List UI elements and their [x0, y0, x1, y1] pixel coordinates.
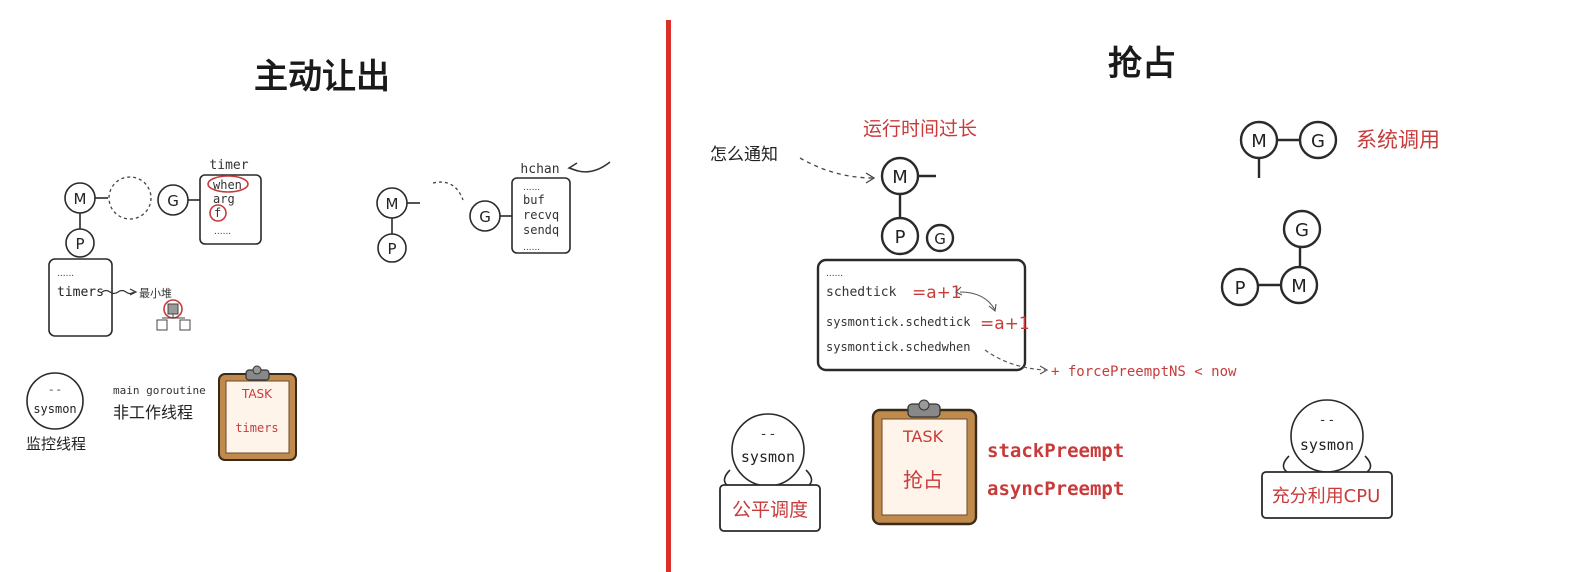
right-task-clipboard: TASK 抢占: [871, 399, 978, 526]
code-line-sysmontick-schedtick-expr: =a+1: [980, 314, 1030, 334]
notify-arrow: [799, 157, 874, 179]
timer-field-when: when: [213, 178, 242, 192]
hchan-field-dots: ......: [523, 243, 540, 253]
timers-label: timers: [57, 285, 104, 300]
right-g-node: G: [925, 223, 955, 253]
schedtick-code-box: [816, 258, 1027, 372]
left-task-label: TASK: [241, 387, 273, 401]
released-g-arc: [432, 181, 464, 201]
empty-g-slot: [108, 176, 152, 220]
svg-text:P: P: [1235, 278, 1246, 299]
left-g-node: G: [157, 184, 189, 216]
svg-text:- -: - -: [761, 427, 775, 442]
svg-text:sysmon: sysmon: [33, 402, 76, 416]
svg-text:G: G: [934, 230, 946, 248]
left-p-node-2: P: [377, 233, 407, 263]
svg-text:M: M: [892, 167, 908, 188]
fair-scheduling-sign: 公平调度: [732, 499, 808, 521]
left-task-content: timers: [235, 421, 278, 435]
svg-text:sysmon: sysmon: [1300, 436, 1354, 454]
svg-text:G: G: [1295, 220, 1309, 241]
syscall-g-node: G: [1298, 120, 1338, 160]
left-m-node-2: M: [376, 187, 408, 219]
right-p-node: P: [880, 216, 920, 256]
hchan-field-recvq: recvq: [523, 208, 559, 222]
timer-struct: [199, 174, 262, 245]
left-sysmon-face: - - sysmon: [26, 372, 84, 430]
left-m-node: M: [64, 182, 96, 214]
svg-text:sysmon: sysmon: [741, 448, 795, 466]
svg-text:M: M: [1291, 276, 1307, 297]
code-line-sysmontick-schedtick: sysmontick.schedtick: [826, 315, 971, 329]
main-goroutine-label: main goroutine: [113, 384, 206, 397]
hchan-struct: [511, 177, 571, 254]
handoff-g-node: G: [1282, 209, 1322, 249]
code-line-schedtick-expr: =a+1: [912, 283, 962, 303]
code-line-sysmontick-schedwhen: sysmontick.schedwhen: [826, 340, 971, 354]
compare-arrow: [959, 291, 996, 311]
svg-text:G: G: [1311, 131, 1325, 152]
notify-label: 怎么通知: [710, 145, 778, 165]
stack-preempt-label: stackPreempt: [987, 440, 1124, 462]
non-worker-thread-label: 非工作线程: [113, 403, 193, 422]
force-preempt-condition: + forcePreemptNS < now: [1051, 364, 1237, 380]
min-heap-label: 最小堆: [139, 287, 172, 300]
svg-text:- -: - -: [1320, 413, 1334, 428]
left-title: 主动让出: [254, 57, 390, 97]
syscall-label: 系统调用: [1356, 128, 1440, 152]
timer-title: timer: [209, 158, 248, 173]
heap-tree-icon: [156, 299, 191, 331]
cpu-utilization-sign: 充分利用CPU: [1272, 486, 1381, 507]
code-line-schedtick: schedtick: [826, 285, 897, 300]
syscall-m-node: M: [1239, 120, 1279, 160]
async-preempt-label: asyncPreempt: [987, 478, 1124, 500]
cpu-utilization-sysmon: - - sysmon 充分利用CPU: [1261, 399, 1393, 519]
hchan-field-buf: buf: [523, 193, 545, 207]
svg-text:P: P: [895, 227, 906, 248]
heap-arrow: [101, 289, 135, 295]
f-highlight: [209, 204, 227, 222]
timer-field-dots: ......: [214, 227, 231, 237]
timers-box: [48, 258, 113, 337]
handoff-m-node: M: [1279, 265, 1319, 305]
right-m-node: M: [880, 156, 920, 196]
svg-text:G: G: [479, 208, 491, 226]
svg-text:M: M: [386, 195, 399, 213]
fair-scheduling-sysmon: - - sysmon 公平调度: [719, 413, 821, 532]
svg-text:- -: - -: [49, 383, 60, 396]
hchan-title: hchan: [520, 162, 559, 177]
left-task-clipboard: TASK timers: [218, 365, 297, 461]
panel-divider: [666, 20, 671, 572]
right-task-label: TASK: [902, 427, 944, 446]
hchan-g-node: G: [469, 200, 501, 232]
schedwhen-arrow: [984, 349, 1046, 371]
when-highlight: [207, 175, 249, 193]
right-task-content: 抢占: [903, 468, 943, 492]
left-p-node: P: [65, 228, 95, 258]
code-dots: ......: [826, 269, 843, 279]
timer-field-arg: arg: [213, 192, 235, 206]
svg-text:P: P: [75, 235, 84, 253]
long-run-label: 运行时间过长: [863, 118, 977, 140]
right-title: 抢占: [1108, 44, 1176, 84]
svg-text:M: M: [1251, 131, 1267, 152]
svg-text:P: P: [387, 240, 396, 258]
svg-text:G: G: [167, 192, 179, 210]
timer-field-f: f: [214, 206, 221, 220]
handoff-p-node: P: [1220, 267, 1260, 307]
timers-dots: ......: [57, 269, 74, 279]
svg-text:M: M: [74, 190, 87, 208]
hchan-field-sendq: sendq: [523, 223, 559, 237]
sysmon-caption: 监控线程: [26, 435, 86, 453]
hchan-dots-top: ......: [523, 183, 540, 193]
